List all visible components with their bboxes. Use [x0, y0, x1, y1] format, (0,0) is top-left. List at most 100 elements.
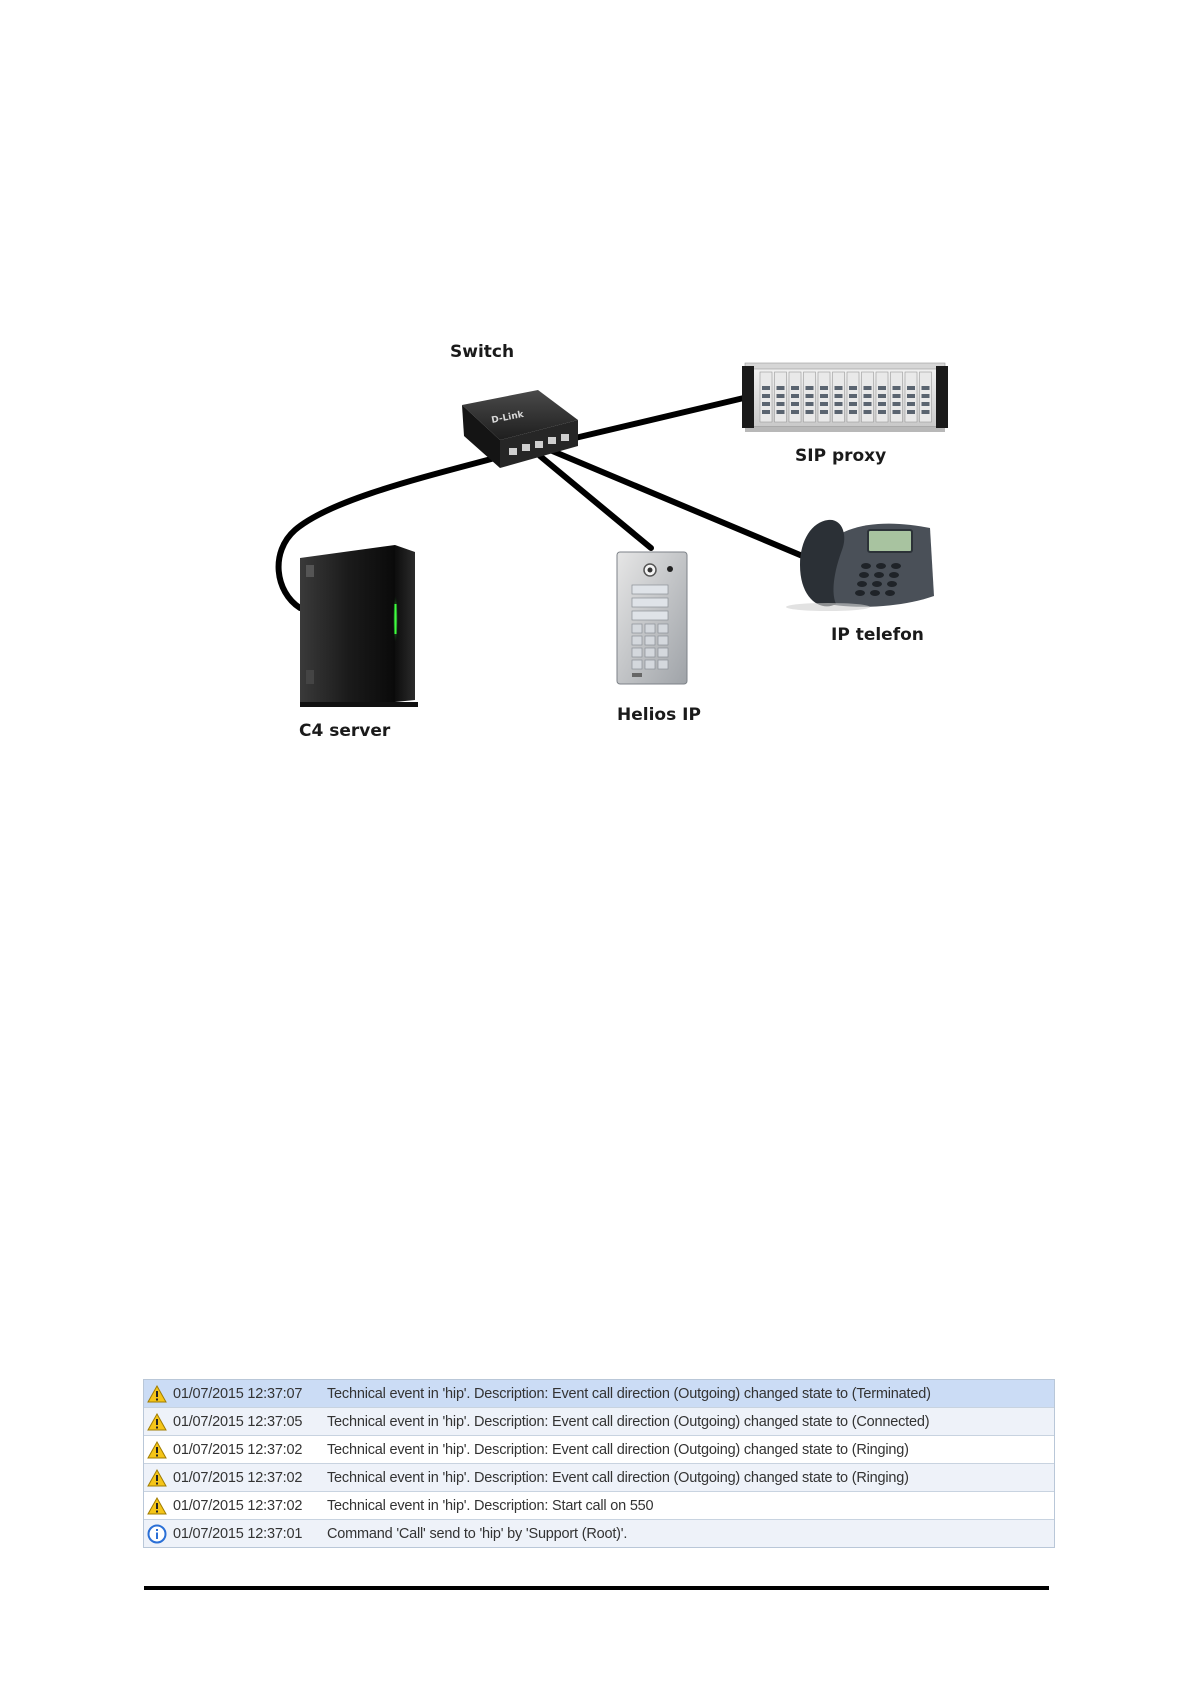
switch-ports	[509, 434, 569, 455]
log-row[interactable]: 01/07/2015 12:37:02 Technical event in 'h…	[144, 1492, 1054, 1520]
rack-port	[762, 386, 770, 390]
rack-port	[892, 386, 901, 390]
log-message: Technical event in 'hip'. Description: E…	[327, 1441, 909, 1458]
rack-port	[878, 410, 886, 414]
info-icon	[147, 1524, 167, 1543]
cable-switch-sip-proxy	[572, 394, 751, 441]
rack-port	[805, 394, 814, 398]
log-timestamp: 01/07/2015 12:37:02	[173, 1441, 303, 1458]
sip-proxy-device	[742, 362, 948, 432]
rack-port	[892, 402, 901, 406]
rack-port	[907, 402, 915, 406]
rack-port	[892, 394, 901, 398]
phone-key	[891, 563, 901, 569]
phone-key	[859, 572, 869, 578]
cable-switch-c4-server	[275, 455, 498, 611]
cable-switch-helios-ip	[537, 453, 654, 551]
rack-port	[907, 410, 915, 414]
rack-port	[892, 410, 901, 414]
rack-port	[834, 394, 843, 398]
helios-key	[644, 623, 656, 634]
rack-port	[834, 410, 843, 414]
phone-key	[887, 581, 897, 587]
rack-port	[820, 394, 828, 398]
rack-port	[863, 394, 872, 398]
phone-key	[861, 563, 871, 569]
rack-port	[820, 386, 828, 390]
helios-key	[657, 659, 669, 670]
helios-key	[631, 623, 643, 634]
log-message: Command 'Call' send to 'hip' by 'Support…	[327, 1525, 628, 1542]
rack-port	[863, 410, 872, 414]
rack-port	[776, 402, 785, 406]
phone-key	[876, 563, 886, 569]
helios-keypad	[631, 623, 669, 670]
rack-port	[921, 386, 930, 390]
rack-port	[863, 402, 872, 406]
log-timestamp: 01/07/2015 12:37:01	[173, 1525, 303, 1542]
phone-key	[855, 590, 865, 596]
rack-port	[791, 394, 799, 398]
log-row[interactable]: 01/07/2015 12:37:07 Technical event in 'h…	[144, 1380, 1054, 1408]
rack-port	[878, 394, 886, 398]
rack-port	[849, 386, 857, 390]
log-timestamp: 01/07/2015 12:37:02	[173, 1497, 303, 1514]
label-sip-proxy: SIP proxy	[795, 446, 886, 466]
rack-port	[921, 410, 930, 414]
label-ip-telefon: IP telefon	[831, 625, 924, 645]
rack-port	[878, 386, 886, 390]
rack-port	[907, 386, 915, 390]
log-row[interactable]: 01/07/2015 12:37:01 Command 'Call' send t…	[144, 1520, 1054, 1547]
helios-ip-device	[616, 551, 688, 685]
rack-port	[820, 410, 828, 414]
rack-port	[907, 394, 915, 398]
log-timestamp: 01/07/2015 12:37:02	[173, 1469, 303, 1486]
phone-key	[889, 572, 899, 578]
rack-port	[776, 386, 785, 390]
warning-icon	[147, 1440, 167, 1458]
rack-slots	[759, 371, 932, 423]
rack-port	[834, 402, 843, 406]
rack-port	[921, 394, 930, 398]
label-switch: Switch	[450, 342, 514, 362]
log-message: Technical event in 'hip'. Description: E…	[327, 1469, 909, 1486]
helios-key	[657, 623, 669, 634]
helios-key	[644, 659, 656, 670]
switch-device: D-Link	[462, 390, 578, 468]
warning-icon	[147, 1384, 167, 1402]
log-timestamp: 01/07/2015 12:37:07	[173, 1385, 303, 1402]
log-row[interactable]: 01/07/2015 12:37:02 Technical event in 'h…	[144, 1464, 1054, 1492]
rack-port	[762, 410, 770, 414]
phone-key	[872, 581, 882, 587]
rack-port	[834, 386, 843, 390]
log-message: Technical event in 'hip'. Description: E…	[327, 1385, 931, 1402]
helios-buttons	[631, 584, 669, 621]
rack-port	[805, 386, 814, 390]
helios-key	[631, 659, 643, 670]
c4-server-device	[300, 545, 418, 707]
helios-key	[644, 635, 656, 646]
log-row[interactable]: 01/07/2015 12:37:02 Technical event in 'h…	[144, 1436, 1054, 1464]
log-message: Technical event in 'hip'. Description: E…	[327, 1413, 930, 1430]
phone-keypad	[855, 563, 901, 596]
cable-switch-ip-telefon	[547, 447, 815, 563]
rack-port	[849, 410, 857, 414]
warning-icon	[147, 1412, 167, 1430]
rack-port	[863, 386, 872, 390]
helios-key	[631, 647, 643, 658]
rack-port	[820, 402, 828, 406]
footer-divider	[144, 1586, 1049, 1590]
network-cables	[275, 394, 815, 611]
helios-key	[657, 647, 669, 658]
rack-port	[849, 394, 857, 398]
helios-key	[631, 635, 643, 646]
phone-key	[857, 581, 867, 587]
rack-port	[762, 394, 770, 398]
rack-port	[878, 402, 886, 406]
warning-icon	[147, 1496, 167, 1514]
ip-telefon-device	[786, 519, 934, 611]
label-helios-ip: Helios IP	[617, 705, 701, 725]
log-message: Technical event in 'hip'. Description: S…	[327, 1497, 654, 1514]
rack-port	[791, 386, 799, 390]
